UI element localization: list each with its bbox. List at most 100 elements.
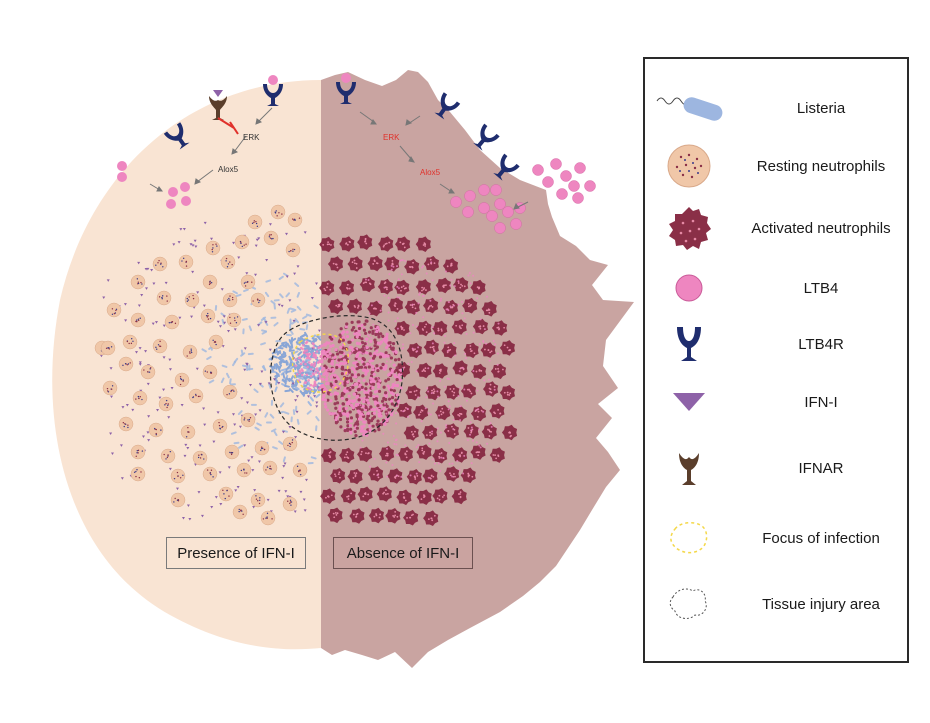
ltb4-cluster-dot bbox=[335, 365, 339, 370]
ltb4-cluster-dot bbox=[327, 382, 330, 386]
focus-of-infection-boundary bbox=[291, 333, 350, 393]
ltb4-cluster-dot bbox=[357, 329, 361, 333]
ltb4-cluster-dot bbox=[298, 371, 302, 374]
ltb4-cluster-dot bbox=[363, 322, 367, 326]
ltb4-cluster-dot bbox=[326, 398, 330, 402]
ltb4r-receptor bbox=[473, 123, 500, 151]
ifn-i-molecule bbox=[302, 498, 306, 501]
legend-label: LTB4R bbox=[798, 335, 844, 353]
ltb4-dot bbox=[384, 353, 387, 356]
ltb4-dot bbox=[440, 297, 443, 300]
ltb4-cluster-dot bbox=[317, 387, 321, 390]
resting-neutrophil bbox=[178, 254, 194, 270]
tissue-injury-boundary bbox=[269, 315, 404, 441]
ltb4-cluster-dot bbox=[357, 398, 361, 402]
ltb4-cluster-dot bbox=[373, 400, 378, 404]
ltb4-dot bbox=[378, 363, 381, 366]
ltb4-cluster-dot bbox=[384, 379, 388, 383]
ltb4-cluster-dot bbox=[309, 375, 313, 378]
ltb4-molecule bbox=[560, 170, 572, 182]
ltb4-dot bbox=[465, 332, 468, 335]
resting-neutrophil bbox=[160, 448, 176, 464]
ifn-i-molecule bbox=[285, 275, 289, 279]
resting-neutrophil bbox=[270, 204, 286, 220]
ltb4-cluster-dot bbox=[341, 338, 345, 342]
listeria-rod bbox=[242, 328, 245, 335]
resting-neutrophil bbox=[205, 240, 221, 256]
ltb4-molecule bbox=[490, 184, 502, 196]
resting-neutrophil bbox=[250, 292, 266, 308]
ltb4-dot bbox=[361, 439, 364, 442]
activated-neutrophil bbox=[327, 507, 343, 524]
ltb4-dot bbox=[359, 404, 362, 407]
ltb4-cluster-dot bbox=[360, 425, 364, 429]
ltb4-dot bbox=[390, 264, 393, 267]
ltb4-cluster-dot bbox=[329, 392, 333, 397]
listeria-rod bbox=[275, 363, 280, 369]
activated-neutrophil bbox=[489, 447, 505, 463]
ltb4-dot bbox=[463, 388, 466, 391]
ltb4-dot bbox=[411, 303, 414, 306]
listeria-rod bbox=[313, 375, 318, 382]
ltb4-dot bbox=[427, 412, 430, 415]
ltb4-cluster-dot bbox=[379, 340, 383, 344]
ltb4-cluster-dot bbox=[323, 398, 328, 402]
ltb4-cluster-dot bbox=[325, 377, 329, 381]
ltb4-cluster-dot bbox=[355, 335, 359, 339]
ltb4-cluster-dot bbox=[305, 349, 309, 352]
ltb4-cluster-dot bbox=[362, 328, 367, 332]
listeria-rod bbox=[295, 361, 300, 368]
ifn-i-molecule bbox=[281, 430, 285, 434]
resting-neutrophil bbox=[180, 424, 196, 440]
listeria-rod bbox=[233, 441, 240, 445]
ltb4-dot bbox=[469, 433, 472, 436]
legend-label: Tissue injury area bbox=[762, 595, 880, 613]
ltb4-cluster-dot bbox=[308, 352, 312, 356]
listeria-rod bbox=[272, 355, 278, 359]
ifn-i-molecule bbox=[191, 244, 195, 247]
ltb4-cluster-dot bbox=[321, 397, 325, 401]
ltb4-cluster-dot bbox=[372, 415, 377, 419]
ltb4-dot bbox=[391, 463, 394, 466]
ltb4-cluster-dot bbox=[339, 354, 343, 359]
ltb4-cluster-dot bbox=[301, 360, 305, 363]
activated-neutrophil bbox=[319, 280, 335, 296]
legend-item-focus-of-infection: Focus of infection bbox=[645, 509, 911, 567]
activated-neutrophil bbox=[451, 488, 467, 505]
ltb4-dot bbox=[394, 412, 397, 415]
listeria-rod bbox=[280, 355, 287, 360]
ltb4-cluster-dot bbox=[340, 372, 344, 376]
activated-neutrophil bbox=[415, 236, 431, 252]
ltb4-cluster-dot bbox=[372, 379, 376, 384]
ltb4-dot bbox=[462, 472, 465, 475]
ltb4-dot bbox=[391, 350, 394, 353]
listeria-rod bbox=[303, 344, 310, 348]
ltb4-cluster-dot bbox=[321, 377, 325, 381]
ifn-i-molecule bbox=[147, 415, 151, 418]
resting-neutrophil bbox=[130, 466, 146, 482]
ltb4-dot bbox=[472, 274, 475, 277]
ltb4-cluster-dot bbox=[360, 341, 365, 345]
ltb4-cluster-dot bbox=[381, 362, 385, 367]
ltb4-cluster-dot bbox=[372, 351, 377, 356]
ifn-i-molecule bbox=[200, 514, 204, 518]
ltb4-cluster-dot bbox=[314, 371, 318, 374]
ltb4-cluster-dot bbox=[333, 391, 338, 395]
listeria-rod bbox=[288, 339, 293, 345]
ltb4-cluster-dot bbox=[389, 391, 394, 395]
listeria-rod bbox=[260, 342, 266, 346]
ltb4-dot bbox=[496, 363, 499, 366]
ltb4-cluster-dot bbox=[382, 406, 386, 411]
ltb4-cluster-dot bbox=[365, 362, 370, 366]
activated-neutrophil bbox=[489, 403, 505, 419]
ltb4-cluster-dot bbox=[385, 332, 389, 336]
ltb4-dot bbox=[412, 323, 415, 326]
ltb4-dot bbox=[384, 402, 387, 405]
resting-neutrophil bbox=[152, 338, 168, 354]
ltb4-cluster-dot bbox=[364, 372, 368, 376]
ltb4-cluster-dot bbox=[313, 361, 317, 365]
ifn-i-molecule bbox=[203, 221, 207, 225]
ifn-i-molecule bbox=[264, 321, 268, 324]
activated-neutrophil-layer bbox=[319, 234, 518, 526]
